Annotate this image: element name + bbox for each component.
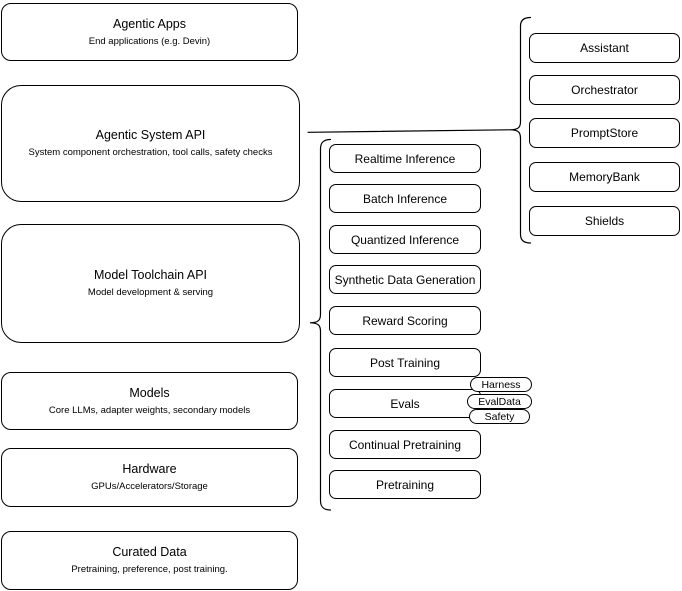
node-post-training: Post Training [329,348,481,377]
node-shields: Shields [529,206,680,236]
node-agentic-apps: Agentic Apps End applications (e.g. Devi… [1,3,298,61]
node-continual-pretraining: Continual Pretraining [329,430,481,459]
node-subtitle: GPUs/Accelerators/Storage [91,481,208,492]
node-memorybank: MemoryBank [529,162,680,192]
node-realtime-inference: Realtime Inference [329,144,481,173]
node-title: Models [129,385,170,400]
tag-harness: Harness [470,377,532,392]
node-subtitle: Pretraining, preference, post training. [71,564,228,575]
node-promptstore: PromptStore [529,118,680,148]
node-model-toolchain-api: Model Toolchain API Model development & … [1,224,300,343]
node-quantized-inference: Quantized Inference [329,225,481,254]
node-title: Agentic Apps [113,16,186,31]
node-synthetic-data-generation: Synthetic Data Generation [329,265,481,294]
node-subtitle: Model development & serving [87,287,214,298]
node-title: Agentic System API [95,128,206,142]
node-pretraining: Pretraining [329,470,481,499]
node-reward-scoring: Reward Scoring [329,306,481,335]
node-subtitle: System component orchestration, tool cal… [28,147,273,158]
node-evals: Evals [329,389,481,418]
node-title: Curated Data [112,545,187,559]
toolchain-brace [309,138,332,511]
node-assistant: Assistant [529,33,680,63]
node-title: Hardware [122,462,177,476]
node-batch-inference: Batch Inference [329,184,481,213]
node-subtitle: End applications (e.g. Devin) [88,35,211,47]
node-hardware: Hardware GPUs/Accelerators/Storage [1,448,298,507]
node-agentic-system-api: Agentic System API System component orch… [1,85,300,202]
node-orchestrator: Orchestrator [529,75,680,105]
node-curated-data: Curated Data Pretraining, preference, po… [1,531,298,590]
tag-evaldata: EvalData [467,394,532,409]
system-connector-line [307,129,512,133]
node-title: Model Toolchain API [93,268,208,282]
system-brace [510,16,532,244]
node-models: Models Core LLMs, adapter weights, secon… [1,372,298,430]
tag-safety: Safety [469,409,530,424]
node-subtitle: Core LLMs, adapter weights, secondary mo… [48,404,251,416]
